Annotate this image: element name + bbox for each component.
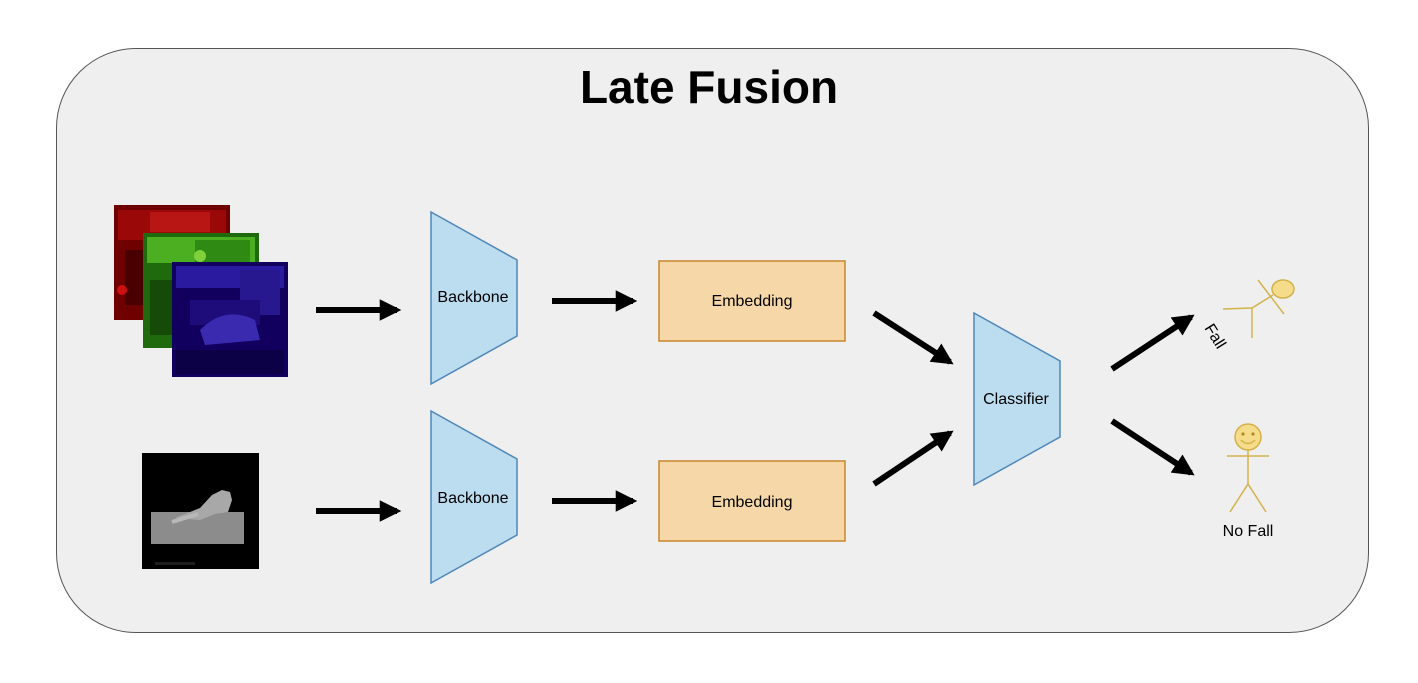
depth-input-image	[142, 453, 259, 569]
classifier-label: Classifier	[983, 391, 1049, 408]
embedding-top-label: Embedding	[712, 293, 793, 310]
embedding-bottom-box	[658, 460, 846, 542]
no-fall-figure-icon	[1227, 423, 1269, 513]
embedding-top-to-classifier-arrow	[872, 310, 954, 365]
classifier-to-fall-arrow	[1110, 314, 1195, 372]
embedding-bottom-label: Embedding	[712, 494, 793, 511]
no-fall-label: No Fall	[1223, 523, 1274, 540]
diagram-title: Late Fusion	[579, 61, 839, 113]
backbone-top-shape	[430, 210, 518, 386]
backbone-bottom-shape	[430, 409, 518, 585]
fall-label: Fall	[1201, 321, 1229, 352]
fall-figure-icon	[1222, 279, 1295, 338]
backbone-top-label: Backbone	[437, 289, 508, 306]
rgb-input-image	[114, 205, 288, 377]
classifier-to-no-fall-arrow	[1110, 418, 1195, 476]
embedding-bottom-to-classifier-arrow	[872, 430, 954, 487]
backbone-bottom-label: Backbone	[437, 490, 508, 507]
classifier-shape	[973, 311, 1061, 487]
blue-channel-image	[172, 262, 288, 377]
embedding-top-box	[658, 260, 846, 342]
